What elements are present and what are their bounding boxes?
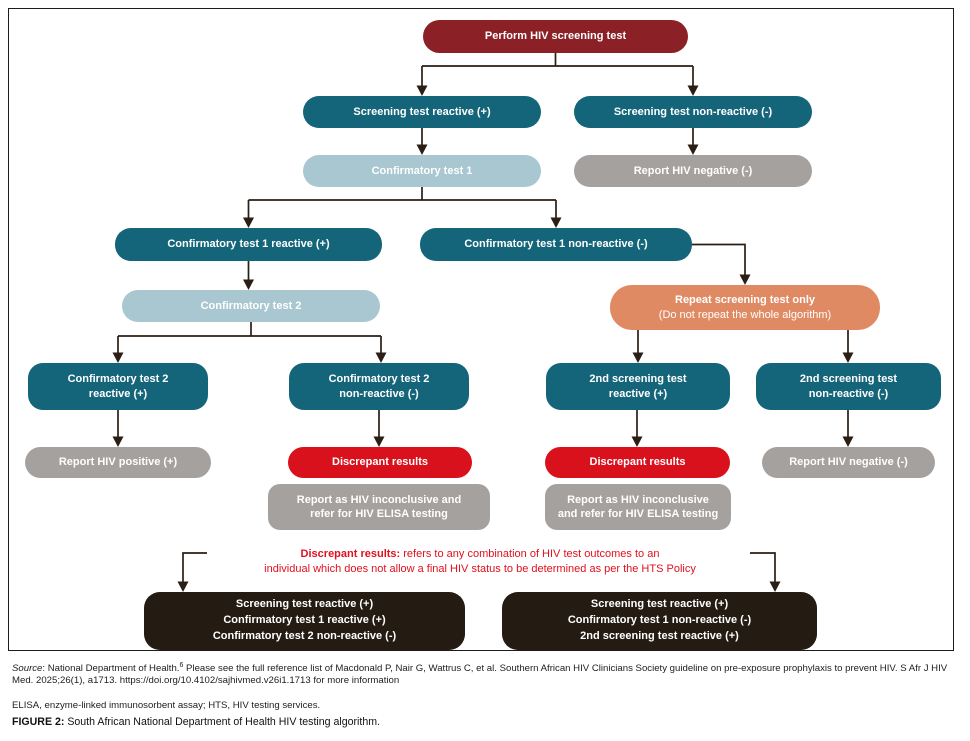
figure-caption-label: FIGURE 2: [12,716,65,728]
node-label: Screening test reactive (+) [353,105,491,118]
node-label: Screening test non-reactive (-) [613,105,773,118]
node-inconclusive-right: Report as HIV inconclusive and refer for… [545,484,731,530]
node-label-line2: (Do not repeat the whole algorithm) [658,308,832,321]
node-label: Discrepant results [332,456,428,469]
node-label: Perform HIV screening test [484,30,627,43]
node-conf2-nonreactive: Confirmatory test 2 non-reactive (-) [289,363,469,410]
node-label: Confirmatory test 2 [200,299,302,312]
source-note: Source: National Department of Health.6 … [12,662,958,688]
node-2nd-screening-reactive: 2nd screening test reactive (+) [546,363,730,410]
abbreviations-note: ELISA, enzyme-linked immunosorbent assay… [12,700,321,711]
node-confirmatory-test-1: Confirmatory test 1 [303,155,541,187]
node-conf1-nonreactive: Confirmatory test 1 non-reactive (-) [420,228,692,261]
node-confirmatory-test-2: Confirmatory test 2 [122,290,380,322]
node-outcome-example-right: Screening test reactive (+) Confirmatory… [502,592,817,650]
node-label-line1: Confirmatory test 2 [328,373,430,386]
source-text: : National Department of Health. [42,663,180,675]
node-discrepant-results-right: Discrepant results [545,447,730,478]
node-label: Confirmatory test 1 non-reactive (-) [464,238,648,251]
definition-lead: Discrepant results: [300,548,401,560]
node-2nd-screening-nonreactive: 2nd screening test non-reactive (-) [756,363,941,410]
node-inconclusive-left: Report as HIV inconclusive and refer for… [268,484,490,530]
source-rest: Please see the full reference list of Ma… [12,663,948,687]
node-perform-screening: Perform HIV screening test [423,20,688,53]
figure-border [8,8,954,651]
node-label-line1: 2nd screening test [589,373,687,386]
node-label-line2: reactive (+) [88,387,148,400]
node-label-line1: Report as HIV inconclusive [567,493,709,506]
node-label: Confirmatory test 1 reactive (+) [167,238,330,251]
node-label-line2: and refer for HIV ELISA testing [557,508,719,520]
discrepant-results-definition: Discrepant results: refers to any combin… [170,547,790,577]
node-label: Report HIV negative (-) [633,164,753,177]
node-label: Discrepant results [589,456,686,469]
node-conf2-reactive: Confirmatory test 2 reactive (+) [28,363,208,410]
source-label: Source [12,663,43,675]
node-outcome-example-left: Screening test reactive (+) Confirmatory… [144,592,465,650]
node-label: Confirmatory test 1 [371,164,473,177]
node-label: Report HIV positive (+) [58,456,178,469]
node-label-line1: Repeat screening test only [675,294,815,307]
node-screening-reactive: Screening test reactive (+) [303,96,541,128]
source-reference-superscript: 6 [179,662,184,669]
node-label-line2: Confirmatory test 1 reactive (+) [223,614,386,627]
node-label: Report HIV negative (-) [789,456,908,469]
definition-line2: individual which does not allow a final … [264,562,696,575]
node-label-line1: Screening test reactive (+) [590,598,729,611]
node-label-line1: 2nd screening test [799,373,898,386]
node-label-line2: reactive (+) [608,387,668,400]
node-label-line1: Confirmatory test 2 [67,373,169,386]
node-label-line3: 2nd screening test reactive (+) [580,629,739,642]
node-label-line2: non-reactive (-) [339,387,419,400]
node-label-line3: Confirmatory test 2 non-reactive (-) [212,629,397,642]
node-label-line2: non-reactive (-) [808,387,889,400]
node-report-hiv-positive: Report HIV positive (+) [25,447,211,478]
figure-caption-text: South African National Department of Hea… [64,716,381,728]
node-label-line1: Screening test reactive (+) [235,598,374,611]
node-repeat-screening-only: Repeat screening test only (Do not repea… [610,285,880,330]
node-report-hiv-negative-2: Report HIV negative (-) [762,447,935,478]
node-report-hiv-negative-1: Report HIV negative (-) [574,155,812,187]
definition-line1: refers to any combination of HIV test ou… [400,548,660,560]
figure-caption: FIGURE 2: South African National Departm… [12,716,958,728]
node-label-line2: refer for HIV ELISA testing [310,508,448,520]
node-label-line2: Confirmatory test 1 non-reactive (-) [567,614,752,627]
node-label-line1: Report as HIV inconclusive and [296,493,462,506]
node-conf1-reactive: Confirmatory test 1 reactive (+) [115,228,382,261]
node-screening-nonreactive: Screening test non-reactive (-) [574,96,812,128]
node-discrepant-results-left: Discrepant results [288,447,472,478]
